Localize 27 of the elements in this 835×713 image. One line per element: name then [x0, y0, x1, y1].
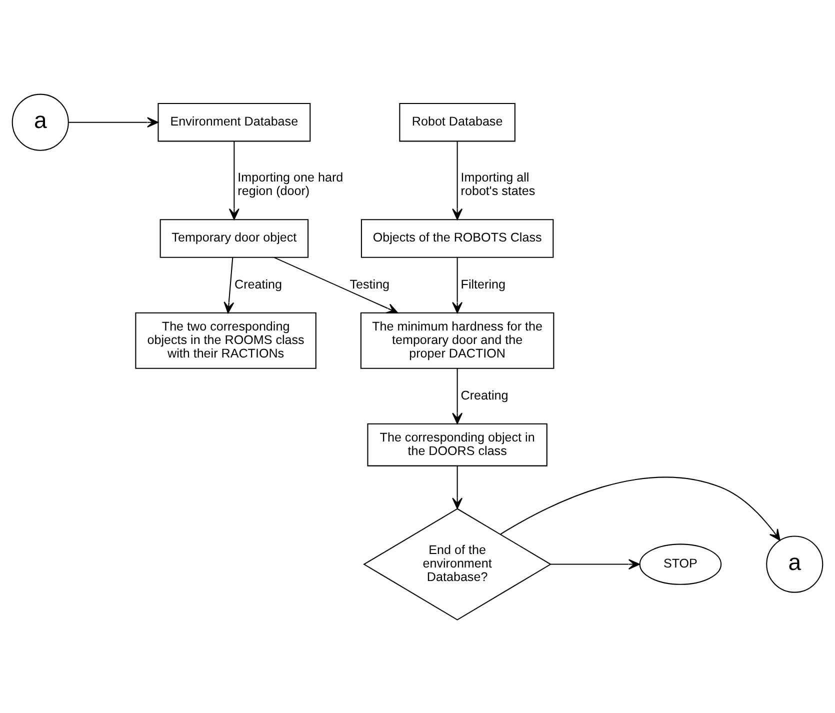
node-box: Environment Database — [158, 102, 311, 142]
edge-label: Testing — [350, 276, 390, 291]
edge-label: Filtering — [460, 276, 506, 291]
arrow — [274, 256, 398, 313]
edge-label: Creating — [460, 388, 508, 402]
node-ellipse: STOP — [639, 543, 722, 584]
arrow — [228, 140, 240, 220]
arrow — [224, 256, 234, 313]
node-diamond: End of the environment Database? — [363, 508, 552, 620]
node-box: Temporary door object — [160, 218, 309, 258]
node-circle: a — [12, 93, 69, 150]
node-box: Robot Database — [399, 102, 516, 142]
node-circle: a — [766, 535, 824, 592]
arrow — [550, 558, 640, 570]
edge-label: Creating — [234, 276, 282, 291]
edge-label: Importing all robot's states — [460, 170, 536, 198]
arrow — [68, 116, 158, 128]
node-box: The two corresponding objects in the ROOMS class with their RACTIONs — [135, 312, 316, 368]
arrow — [452, 466, 463, 509]
edge-label: Importing one hard region (door) — [238, 170, 344, 198]
arrow — [452, 368, 463, 424]
arrow — [452, 140, 463, 220]
arrow — [500, 476, 780, 540]
node-box: Objects of the ROBOTS Class — [360, 218, 554, 258]
node-box: The minimum hardness for the temporary door and the proper DACTION — [360, 312, 554, 368]
arrow — [452, 256, 463, 313]
node-box: The corresponding object in the DOORS class — [367, 422, 548, 466]
